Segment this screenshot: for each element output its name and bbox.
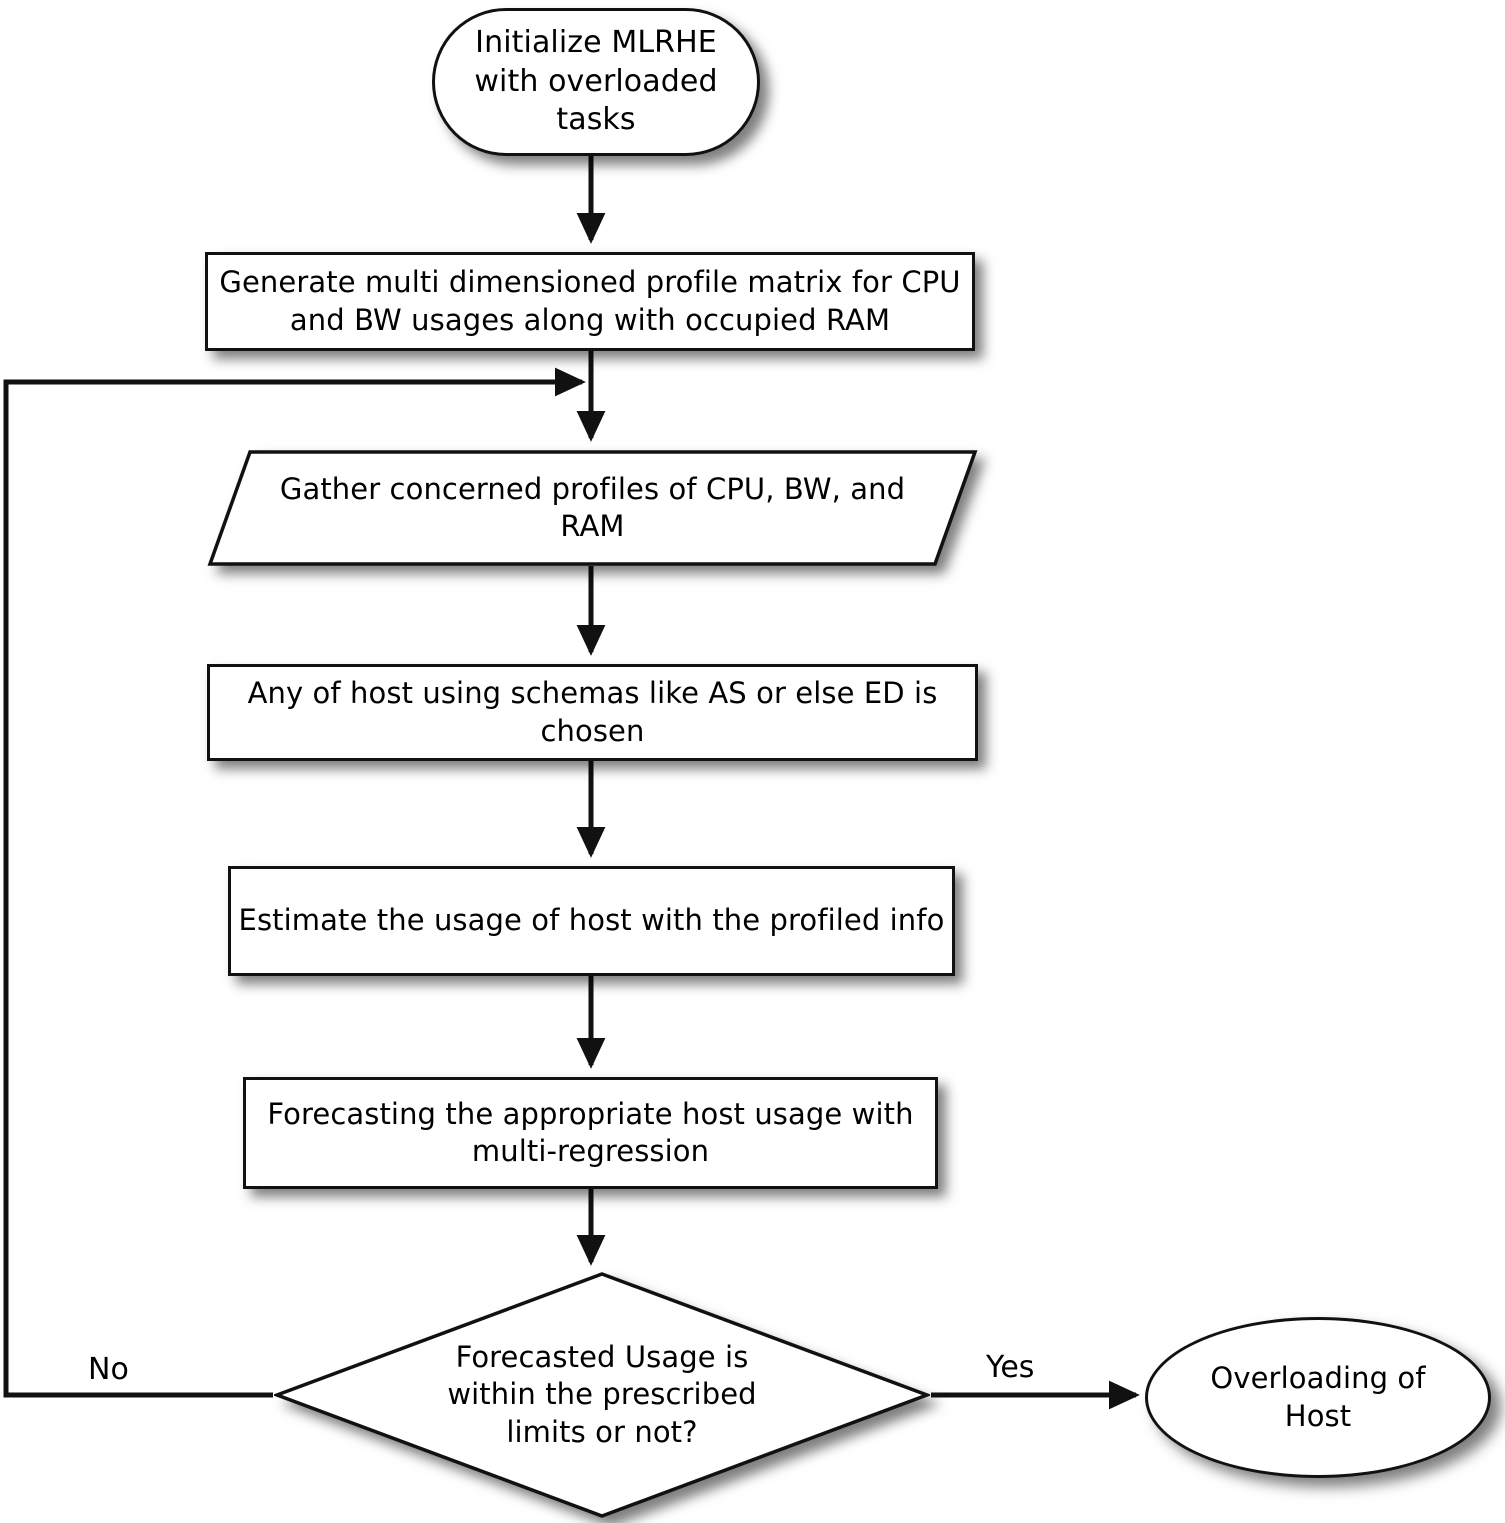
- node-forecast-usage[interactable]: Forecasting the appropriate host usage w…: [243, 1077, 938, 1189]
- node-choose-host-schema[interactable]: Any of host using schemas like AS or els…: [207, 664, 978, 761]
- parallelogram-shape: [207, 450, 978, 566]
- node-forecast-usage-label: Forecasting the appropriate host usage w…: [267, 1096, 914, 1168]
- edge-decision-no-loopback: [3, 367, 586, 1398]
- node-estimate-usage-label: Estimate the usage of host with the prof…: [238, 903, 945, 938]
- node-decision-within-limits[interactable]: Forecasted Usage is within the prescribe…: [274, 1271, 930, 1519]
- node-generate-profile-matrix[interactable]: Generate multi dimensioned profile matri…: [205, 252, 975, 351]
- diamond-shape: [274, 1272, 930, 1518]
- node-start[interactable]: Initialize MLRHE with overloaded tasks: [432, 8, 760, 156]
- node-overloading-of-host-label: Overloading of Host: [1210, 1361, 1426, 1433]
- node-decision-within-limits-label: Forecasted Usage is within the prescribe…: [447, 1340, 757, 1449]
- node-gather-profiles[interactable]: Gather concerned profiles of CPU, BW, an…: [207, 450, 978, 566]
- edge-label-no: No: [88, 1352, 129, 1387]
- node-generate-profile-matrix-label: Generate multi dimensioned profile matri…: [219, 265, 961, 337]
- node-gather-profiles-label: Gather concerned profiles of CPU, BW, an…: [279, 471, 906, 543]
- node-estimate-usage[interactable]: Estimate the usage of host with the prof…: [228, 866, 955, 976]
- edge-label-yes: Yes: [986, 1350, 1035, 1385]
- node-overloading-of-host[interactable]: Overloading of Host: [1145, 1317, 1491, 1478]
- node-choose-host-schema-label: Any of host using schemas like AS or els…: [247, 676, 938, 748]
- node-start-label: Initialize MLRHE with overloaded tasks: [474, 25, 718, 138]
